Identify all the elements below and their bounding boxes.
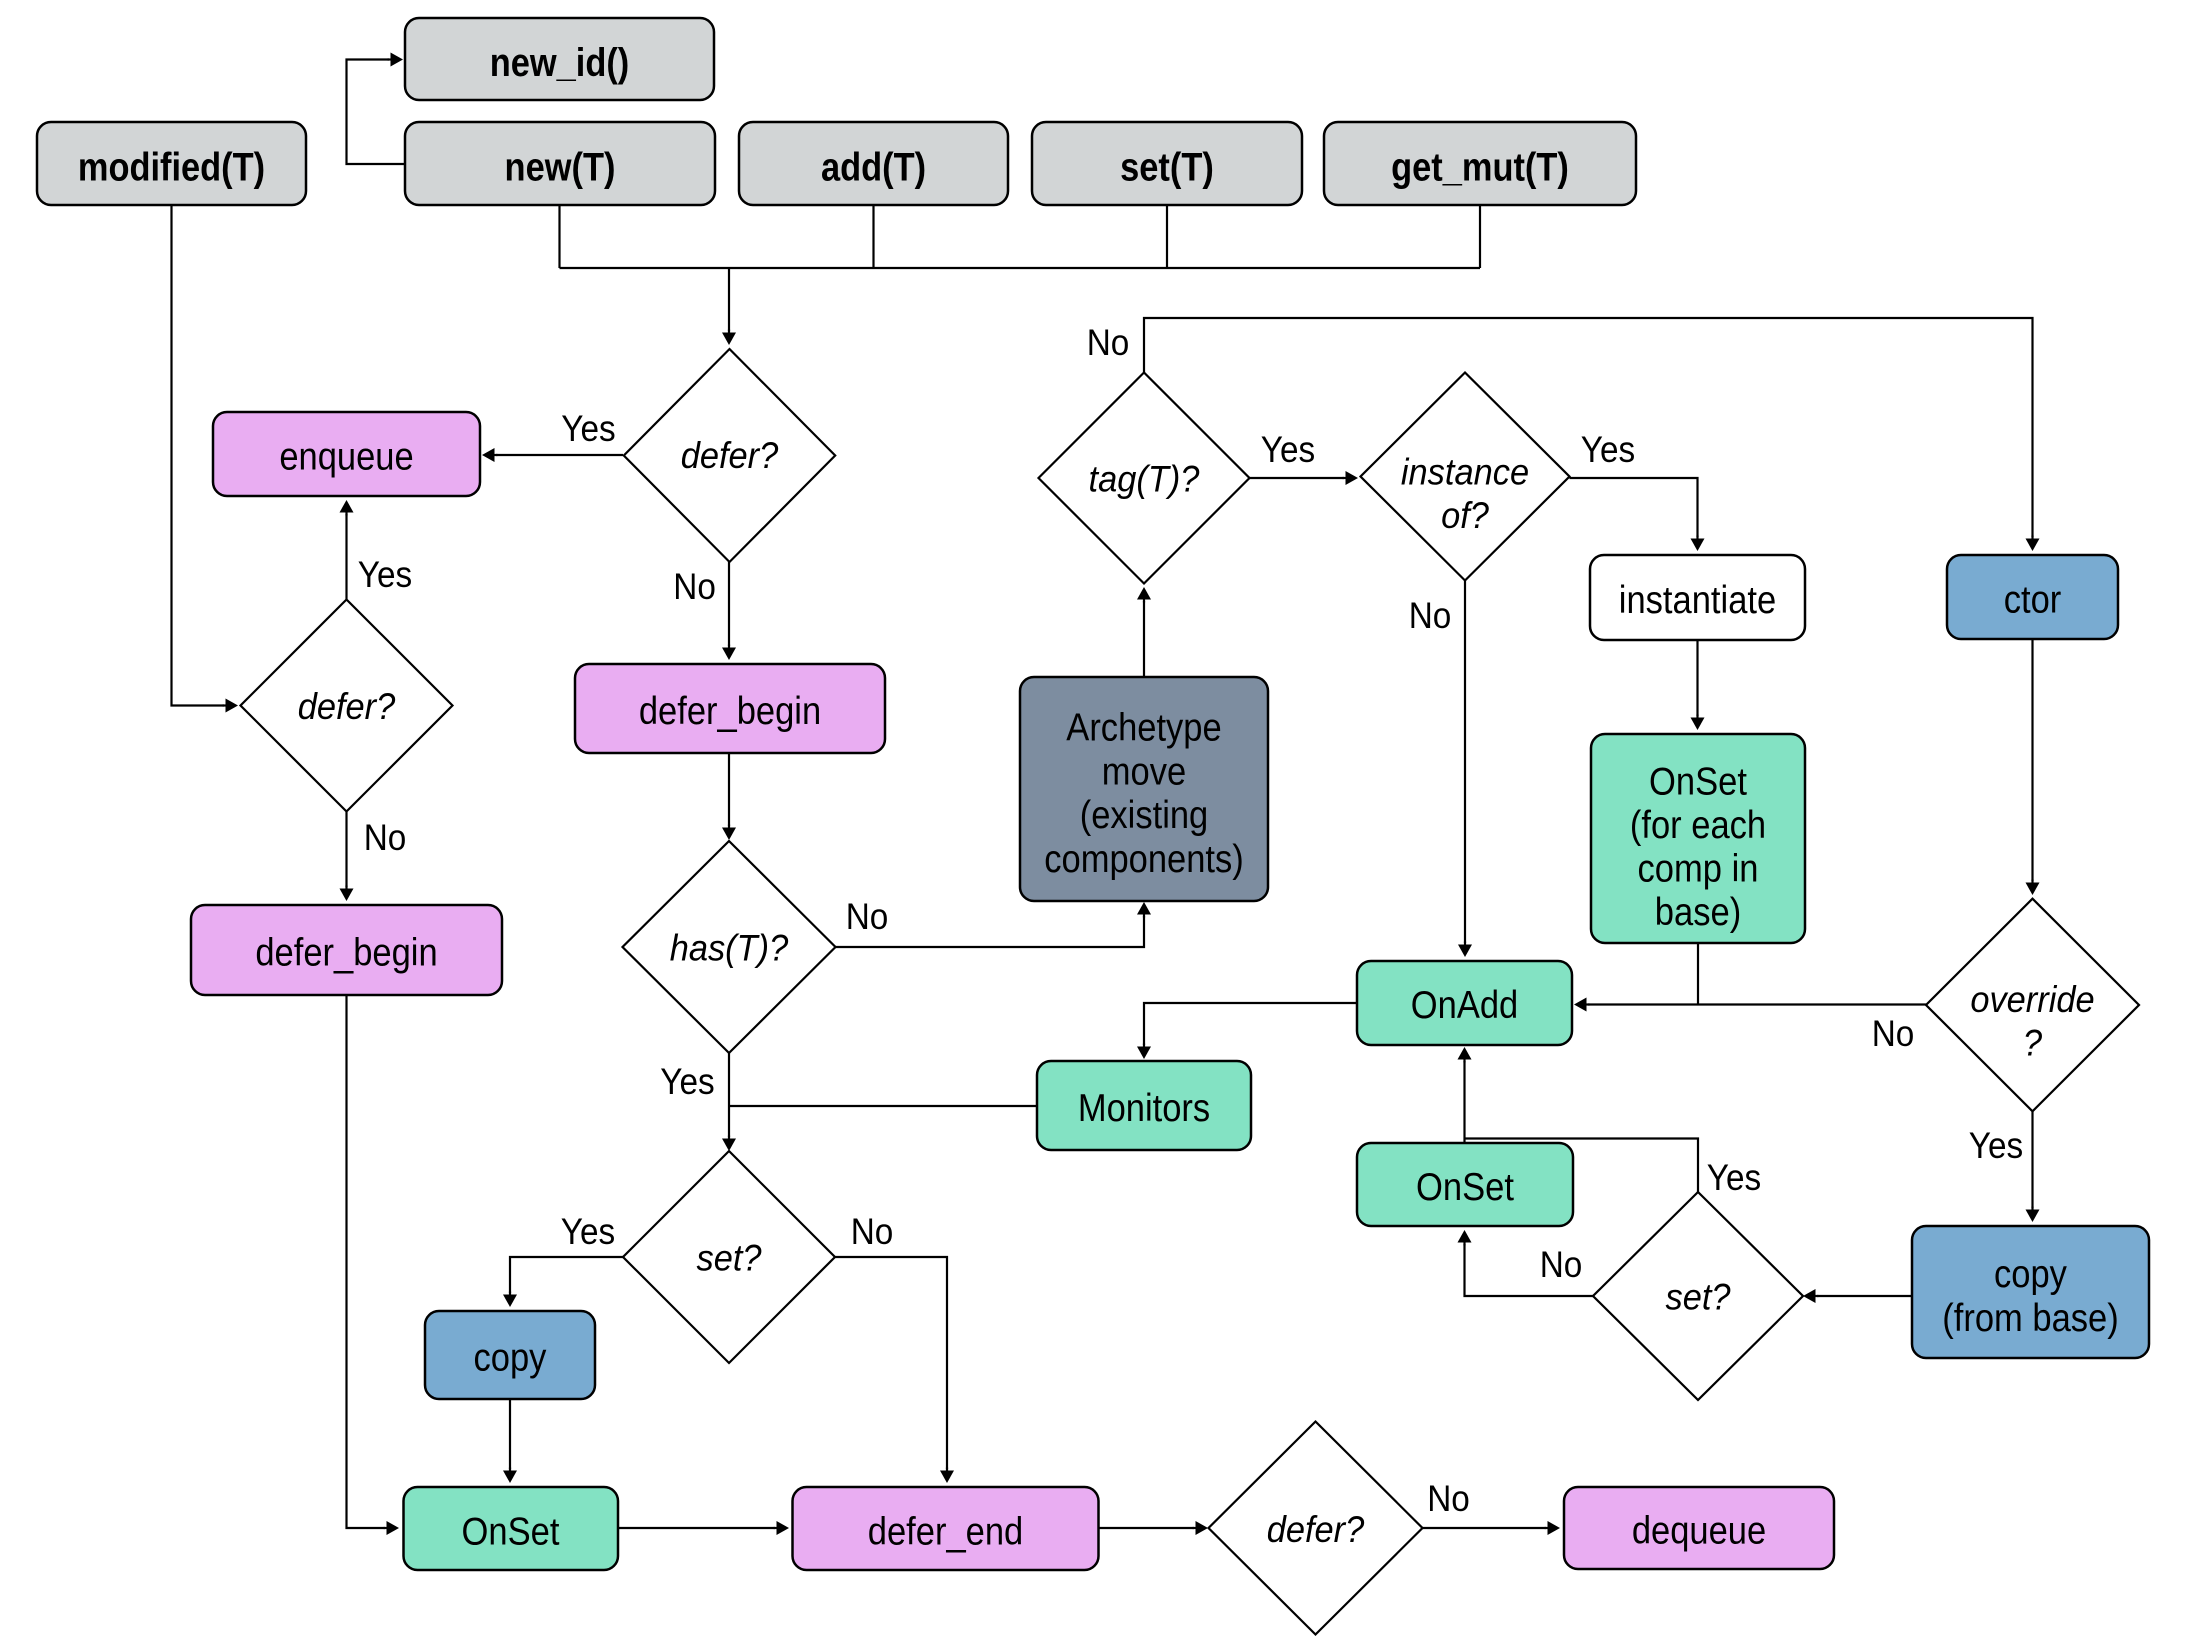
svg-text:add(T): add(T): [821, 146, 926, 190]
svg-text:tag(T)?: tag(T)?: [1089, 459, 1200, 500]
svg-text:No: No: [1540, 1244, 1583, 1285]
svg-text:get_mut(T): get_mut(T): [1391, 146, 1569, 190]
svg-text:(existing: (existing: [1080, 794, 1209, 837]
svg-text:Yes: Yes: [561, 1211, 615, 1252]
svg-text:base): base): [1655, 891, 1741, 934]
svg-text:move: move: [1102, 750, 1186, 793]
svg-text:defer?: defer?: [298, 686, 396, 727]
svg-text:instantiate: instantiate: [1619, 579, 1776, 622]
svg-text:has(T)?: has(T)?: [670, 928, 789, 969]
svg-text:?: ?: [2023, 1023, 2043, 1064]
svg-text:defer?: defer?: [681, 435, 779, 476]
svg-text:Yes: Yes: [660, 1061, 714, 1102]
svg-text:OnSet: OnSet: [462, 1511, 560, 1554]
svg-text:Yes: Yes: [358, 554, 412, 595]
svg-text:Archetype: Archetype: [1066, 706, 1221, 749]
svg-text:defer_begin: defer_begin: [639, 690, 821, 733]
svg-text:No: No: [1872, 1013, 1915, 1054]
svg-text:Yes: Yes: [1581, 429, 1635, 470]
svg-text:copy: copy: [474, 1337, 547, 1380]
svg-text:No: No: [1087, 322, 1130, 363]
svg-text:Yes: Yes: [1707, 1157, 1761, 1198]
svg-text:No: No: [673, 566, 716, 607]
svg-text:set?: set?: [1666, 1277, 1731, 1318]
svg-text:copy: copy: [1994, 1253, 2067, 1296]
svg-text:components): components): [1044, 838, 1244, 881]
svg-text:No: No: [1409, 595, 1452, 636]
svg-text:No: No: [851, 1211, 894, 1252]
svg-text:new(T): new(T): [505, 146, 616, 190]
svg-text:defer?: defer?: [1267, 1509, 1365, 1550]
svg-text:Yes: Yes: [1261, 429, 1315, 470]
svg-text:new_id(): new_id(): [490, 41, 630, 85]
svg-text:override: override: [1970, 979, 2094, 1020]
svg-text:set(T): set(T): [1120, 146, 1214, 190]
svg-text:OnAdd: OnAdd: [1411, 984, 1518, 1027]
svg-text:(from base): (from base): [1942, 1297, 2119, 1340]
svg-text:modified(T): modified(T): [78, 146, 265, 190]
svg-text:of?: of?: [1441, 495, 1489, 536]
svg-text:No: No: [1427, 1478, 1470, 1519]
svg-text:instance: instance: [1401, 452, 1529, 493]
svg-text:Yes: Yes: [1969, 1125, 2023, 1166]
svg-text:OnSet: OnSet: [1649, 760, 1747, 803]
svg-text:defer_begin: defer_begin: [255, 932, 437, 975]
svg-text:Monitors: Monitors: [1078, 1087, 1210, 1130]
svg-text:OnSet: OnSet: [1416, 1166, 1514, 1209]
svg-text:comp in: comp in: [1638, 848, 1759, 891]
svg-text:Yes: Yes: [561, 408, 615, 449]
svg-text:ctor: ctor: [2004, 579, 2062, 622]
svg-text:enqueue: enqueue: [279, 436, 413, 479]
svg-text:dequeue: dequeue: [1632, 1510, 1766, 1553]
svg-text:defer_end: defer_end: [868, 1511, 1024, 1554]
svg-text:No: No: [846, 896, 889, 937]
svg-text:(for each: (for each: [1630, 804, 1766, 847]
svg-text:set?: set?: [697, 1238, 762, 1279]
svg-text:No: No: [364, 817, 407, 858]
